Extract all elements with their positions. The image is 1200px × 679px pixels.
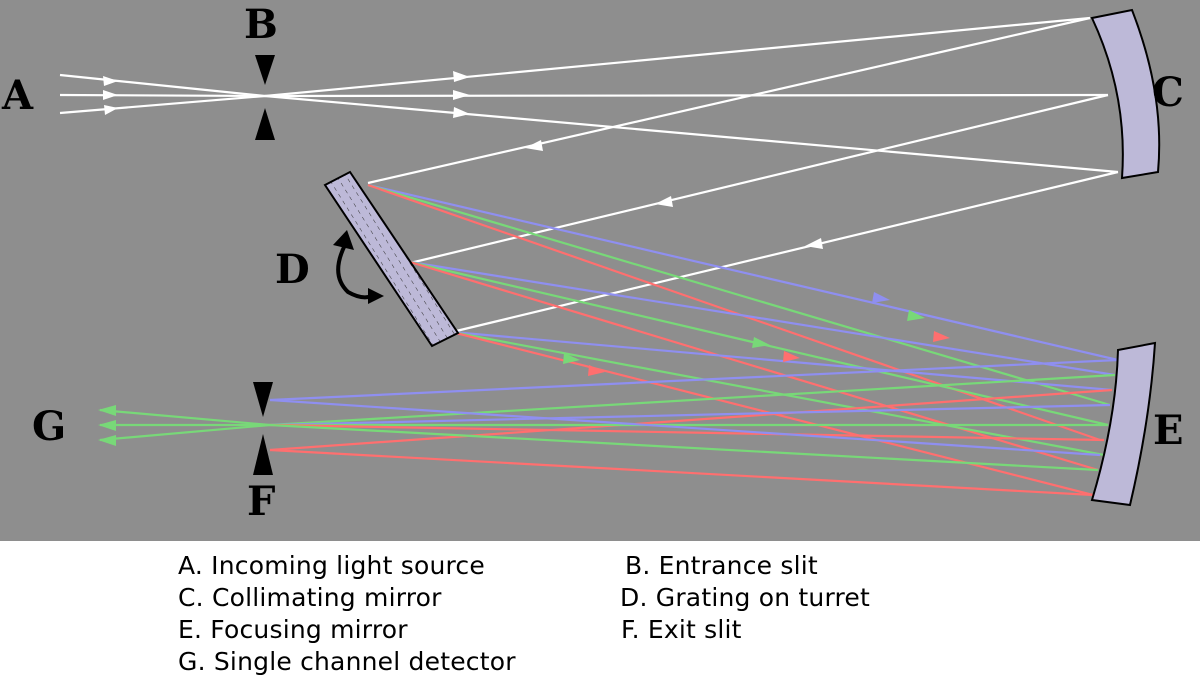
rotation-arrow-icon (333, 230, 384, 304)
legend-item-b: B. Entrance slit (625, 551, 818, 580)
legend-item-f: F. Exit slit (621, 615, 742, 644)
collimating-mirror (1090, 8, 1161, 180)
legend-item-d: D. Grating on turret (620, 583, 871, 612)
rays-to-collimating-mirror (264, 16, 1119, 174)
label-d: D (275, 246, 310, 293)
label-g: G (32, 403, 66, 450)
exit-slit (253, 382, 273, 475)
entrance-slit (255, 55, 275, 140)
diagram-background (0, 0, 1200, 541)
legend-item-c: C. Collimating mirror (178, 583, 442, 612)
detector-rays (98, 405, 271, 446)
label-c: C (1152, 69, 1184, 116)
label-e: E (1153, 407, 1184, 454)
monochromator-diagram: A B C D E F G (0, 0, 1200, 541)
label-a: A (1, 72, 34, 119)
legend-item-g: G. Single channel detector (178, 647, 516, 676)
label-b: B (244, 1, 278, 48)
collimated-rays (367, 16, 1119, 334)
label-f: F (247, 478, 275, 525)
focused-rays (269, 358, 1119, 497)
incoming-rays (59, 73, 266, 115)
legend-item-e: E. Focusing mirror (178, 615, 408, 644)
legend: A. Incoming light source B. Entrance sli… (0, 541, 1200, 679)
focusing-mirror (1090, 341, 1157, 507)
grating (323, 170, 460, 348)
legend-item-a: A. Incoming light source (178, 551, 485, 580)
